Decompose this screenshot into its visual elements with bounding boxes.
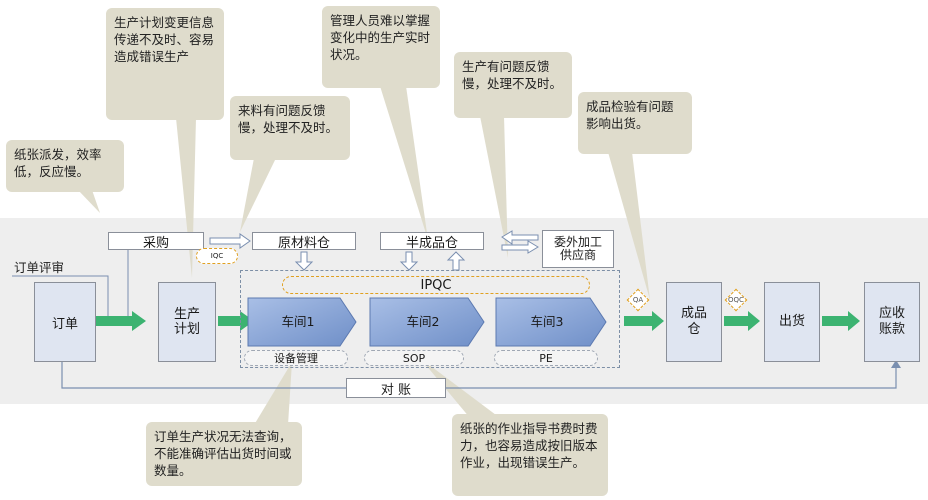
receivable-box: 应收账款 <box>864 282 920 362</box>
flow-arrow-finished-shipping <box>724 311 760 331</box>
flow-arrow-order-plan <box>96 311 146 331</box>
arrow-outsource-left <box>501 230 539 245</box>
ipqc-band: IPQC <box>282 276 590 294</box>
workshop3-shape <box>495 297 607 347</box>
equipment-pill: 设备管理 <box>244 350 348 366</box>
workshop2-label: 车间2 <box>406 314 440 329</box>
callout-tail-inspection <box>608 152 650 300</box>
arrow-raw-down <box>294 251 314 271</box>
reconcile-label: 对 账 <box>346 378 446 398</box>
callout-material-issue: 来料有问题反馈慢，处理不及时。 <box>230 96 350 160</box>
label-purchase: 采购 <box>108 232 204 251</box>
label-semi-finished: 半成品仓 <box>380 232 484 251</box>
finished-box: 成品仓 <box>666 282 722 362</box>
workshop2-shape <box>369 297 485 347</box>
callout-management: 管理人员难以掌握变化中的生产实时状况。 <box>322 6 440 88</box>
flow-arrow-shipping-receivable <box>822 311 860 331</box>
sop-pill: SOP <box>364 350 464 366</box>
callout-tail-plan <box>176 118 196 278</box>
callout-tail-management <box>380 86 428 240</box>
callout-order-status: 订单生产状况无法查询，不能准确评估出货时间或数量。 <box>146 422 302 486</box>
pe-pill: PE <box>494 350 598 366</box>
workshop3-label: 车间3 <box>530 314 564 329</box>
callout-plan-change: 生产计划变更信息传递不及时、容易造成错误生产 <box>106 8 224 120</box>
callout-production-issue: 生产有问题反馈慢，处理不及时。 <box>454 52 572 118</box>
order-box: 订单 <box>34 282 96 362</box>
oqc-label: OQC <box>728 296 744 304</box>
callout-tail-paper <box>78 190 100 213</box>
flow-arrow-plan-workshop <box>218 311 254 331</box>
label-order-review: 订单评审 <box>14 260 65 275</box>
production-area <box>240 270 620 368</box>
plan-box: 生产计划 <box>158 282 216 362</box>
iqc-marker: IQC <box>196 248 238 264</box>
callout-inspection: 成品检验有问题影响出货。 <box>578 92 692 154</box>
shipping-box: 出货 <box>764 282 820 362</box>
callout-tail-order <box>254 362 292 425</box>
callout-tail-production <box>480 116 508 258</box>
callout-paper-dispatch: 纸张派发，效率低，反应慢。 <box>6 140 124 192</box>
label-raw-material: 原材料仓 <box>252 232 356 251</box>
callout-tail-material <box>240 158 276 232</box>
callout-instruction: 纸张的作业指导书费时费力，也容易造成按旧版本作业，出现错误生产。 <box>452 414 608 496</box>
arrow-semi-up <box>446 251 466 271</box>
arrow-semi-down <box>399 251 419 271</box>
workshop1-label: 车间1 <box>281 314 315 329</box>
flow-arrow-to-finished <box>624 311 664 331</box>
arrow-outsource-right <box>501 240 539 254</box>
arrow-purchase-to-raw <box>209 233 251 249</box>
label-outsource: 委外加工供应商 <box>542 230 614 268</box>
workshop1-shape <box>247 297 357 347</box>
qa-label: QA <box>632 296 644 304</box>
